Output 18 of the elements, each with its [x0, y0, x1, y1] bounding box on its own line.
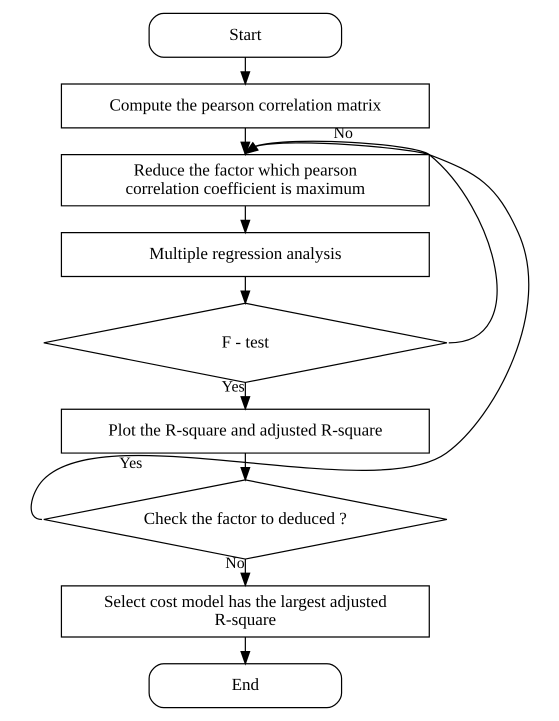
node-box: Compute the pearson correlation matrix: [60, 83, 430, 128]
arrow: [240, 382, 250, 411]
arrow: [240, 276, 250, 306]
arrow: [243, 140, 498, 344]
arrow: [30, 142, 529, 520]
arrow: [240, 559, 250, 588]
arrow: [240, 206, 250, 234]
node-box: End: [148, 663, 342, 708]
node-box: Multiple regression analysis: [60, 232, 430, 278]
node-box: Select cost model has the largest adjusted R-square: [60, 585, 430, 638]
node-box: Plot the R-square and adjusted R-square: [60, 408, 430, 454]
arrow: [240, 128, 250, 156]
node-box: Start: [148, 12, 342, 58]
edge-label: Yes: [118, 455, 142, 472]
arrow: [240, 637, 250, 666]
node-box: Reduce the factor which pearson correlation coefficient is maximum: [60, 154, 430, 206]
arrow: [240, 453, 250, 482]
arrow: [240, 57, 250, 86]
